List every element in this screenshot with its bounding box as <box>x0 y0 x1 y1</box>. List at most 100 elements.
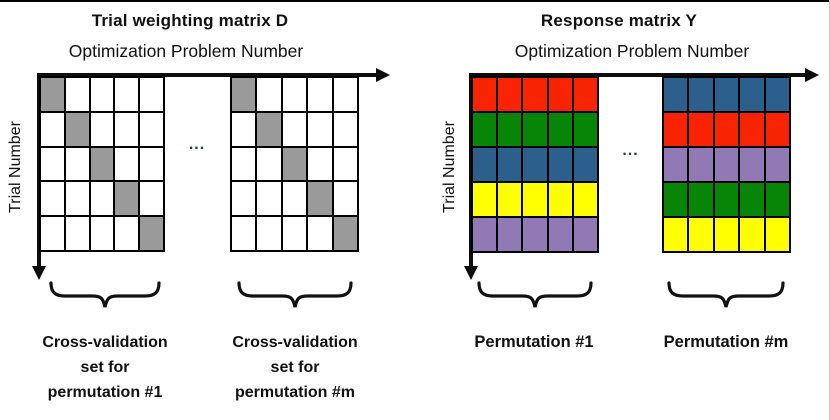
matrix-cell <box>114 111 140 147</box>
matrix-cell <box>497 147 523 182</box>
matrix-cell <box>764 147 790 182</box>
matrix-cell <box>332 181 358 217</box>
matrix-cell <box>497 217 523 252</box>
matrix-cell <box>40 146 65 182</box>
matrix-cell <box>332 111 358 147</box>
matrix-cell <box>332 146 358 182</box>
matrix-cell <box>688 77 714 112</box>
matrix-cell <box>114 146 140 182</box>
matrix-cell <box>472 147 498 182</box>
right-underbrace-2 <box>667 281 785 308</box>
left-y-axis-label: Trial Number <box>7 121 24 213</box>
matrix-cell <box>89 111 115 147</box>
matrix-cell <box>688 182 714 217</box>
label-line: Cross-validation <box>232 334 358 351</box>
matrix-cell <box>139 216 164 251</box>
matrix-cell <box>307 146 333 182</box>
label-line: set for <box>80 359 130 376</box>
left-matrix-block-2 <box>230 76 359 252</box>
right-x-axis-label: Optimization Problem Number <box>514 41 750 61</box>
matrix-cell <box>547 112 573 147</box>
matrix-cell <box>307 77 333 112</box>
matrix-cell <box>739 217 765 252</box>
matrix-cell <box>281 146 308 182</box>
matrix-cell <box>281 111 308 147</box>
matrix-cell <box>572 182 598 217</box>
matrix-cell <box>89 181 115 217</box>
matrix-cell <box>40 216 65 251</box>
label-line: Permutation #1 <box>474 333 594 351</box>
right-matrix-block-1 <box>471 76 599 253</box>
matrix-cell <box>64 77 90 112</box>
matrix-cell <box>89 77 115 112</box>
matrix-cell <box>497 182 523 217</box>
matrix-cell <box>472 112 498 147</box>
left-brace-label-2: Cross-validation set for permutation #m <box>214 330 376 405</box>
matrix-cell <box>472 182 498 217</box>
matrix-cell <box>231 146 257 182</box>
matrix-cell <box>332 77 358 112</box>
label-line: set for <box>270 359 320 376</box>
left-underbrace-2 <box>237 281 353 308</box>
matrix-cell <box>572 112 598 147</box>
matrix-cell <box>114 77 140 112</box>
right-matrix-title: Response matrix Y <box>540 11 698 30</box>
matrix-cell <box>89 146 115 182</box>
left-x-axis-arrowhead-icon <box>376 68 390 82</box>
matrix-cell <box>472 217 498 252</box>
label-line: Permutation #m <box>663 333 789 351</box>
matrix-cell <box>764 112 790 147</box>
matrix-cell <box>713 77 740 112</box>
left-x-axis-label: Optimization Problem Number <box>68 41 304 61</box>
right-brace-label-1: Permutation #1 <box>454 333 614 352</box>
matrix-cell <box>572 77 598 112</box>
matrix-cell <box>139 77 164 112</box>
matrix-cell <box>139 181 164 217</box>
matrix-cell <box>497 77 523 112</box>
matrix-cell <box>572 217 598 252</box>
matrix-cell <box>114 181 140 217</box>
matrix-cell <box>256 146 282 182</box>
matrix-cell <box>231 216 257 251</box>
matrix-cell <box>64 181 90 217</box>
matrix-cell <box>231 77 257 112</box>
right-ellipsis: ... <box>622 142 639 159</box>
matrix-cell <box>281 181 308 217</box>
matrix-cell <box>663 77 689 112</box>
figure-top-border <box>0 0 830 2</box>
matrix-cell <box>764 77 790 112</box>
matrix-cell <box>281 77 308 112</box>
label-line: Cross-validation <box>42 334 168 351</box>
matrix-cell <box>307 216 333 251</box>
left-ellipsis: ... <box>188 136 206 153</box>
left-y-axis-arrowhead-icon <box>32 266 46 280</box>
matrix-cell <box>522 77 548 112</box>
matrix-cell <box>64 111 90 147</box>
matrix-cell <box>547 147 573 182</box>
matrix-cell <box>497 112 523 147</box>
matrix-cell <box>688 147 714 182</box>
matrix-cell <box>307 181 333 217</box>
matrix-cell <box>713 217 740 252</box>
matrix-cell <box>663 182 689 217</box>
matrix-cell <box>739 147 765 182</box>
matrix-cell <box>739 77 765 112</box>
right-underbrace-1 <box>477 281 593 308</box>
matrix-cell <box>256 181 282 217</box>
right-brace-label-2: Permutation #m <box>646 333 806 352</box>
matrix-cell <box>281 216 308 251</box>
matrix-cell <box>332 216 358 251</box>
label-line: permutation #1 <box>47 384 163 401</box>
left-underbrace-1 <box>49 281 161 308</box>
matrix-cell <box>764 182 790 217</box>
matrix-cell <box>256 216 282 251</box>
matrix-cell <box>256 77 282 112</box>
right-y-axis-arrowhead-icon <box>464 266 478 280</box>
matrix-cell <box>89 216 115 251</box>
left-matrix-title: Trial weighting matrix D <box>91 11 289 30</box>
matrix-cell <box>764 217 790 252</box>
matrix-cell <box>739 112 765 147</box>
left-matrix-block-1 <box>39 76 165 252</box>
matrix-cell <box>40 181 65 217</box>
